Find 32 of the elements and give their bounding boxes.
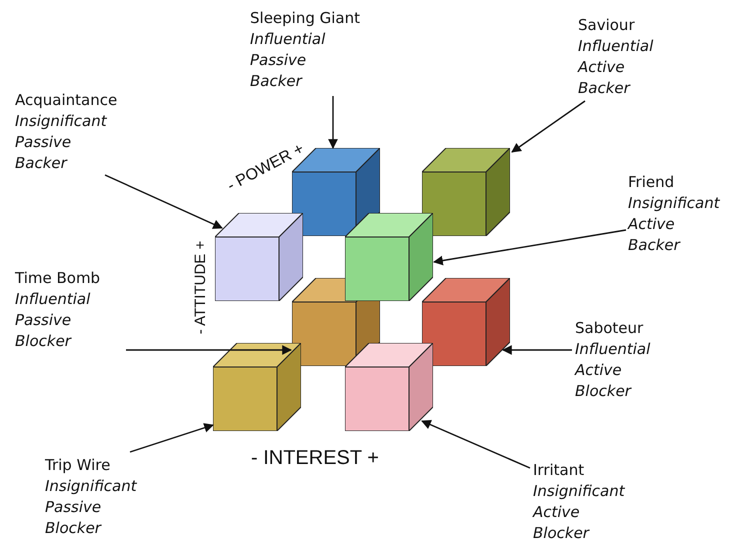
axis-label: - ATTITUDE + bbox=[192, 240, 209, 334]
stakeholder-name: Time Bomb bbox=[15, 268, 102, 289]
arrow bbox=[104, 174, 223, 229]
stakeholder-name: Acquaintance bbox=[15, 90, 118, 111]
stakeholder-attributes: Insignificant Active Backer bbox=[628, 193, 720, 256]
arrow bbox=[421, 420, 530, 469]
stakeholder-attributes: Influential Active Blocker bbox=[575, 339, 650, 402]
stakeholder-attributes: Insignificant Passive Blocker bbox=[45, 476, 137, 539]
stakeholder-attributes: Influential Active Backer bbox=[578, 36, 654, 99]
cube bbox=[213, 343, 301, 431]
cube bbox=[345, 213, 433, 301]
stakeholder-attributes: Insignificant Passive Backer bbox=[15, 111, 107, 174]
arrow bbox=[130, 423, 214, 453]
arrow bbox=[511, 100, 586, 153]
stakeholder-name: Saviour bbox=[578, 15, 636, 36]
cube bbox=[422, 148, 510, 236]
cube bbox=[345, 343, 433, 431]
stakeholder-name: Saboteur bbox=[575, 318, 644, 339]
stakeholder-name: Trip Wire bbox=[45, 455, 112, 476]
stakeholder-attributes: Influential Passive Backer bbox=[250, 29, 326, 92]
stakeholder-attributes: Influential Passive Blocker bbox=[15, 289, 90, 352]
arrow bbox=[433, 229, 626, 266]
cube bbox=[422, 278, 510, 366]
axis-label: - INTEREST + bbox=[251, 446, 379, 470]
stakeholder-attributes: Insignificant Active Blocker bbox=[533, 481, 625, 544]
stakeholder-name: Sleeping Giant bbox=[250, 8, 362, 29]
arrow bbox=[328, 96, 338, 149]
cube bbox=[215, 213, 303, 301]
stakeholder-name: Irritant bbox=[533, 460, 586, 481]
arrow bbox=[502, 345, 572, 355]
stakeholder-name: Friend bbox=[628, 172, 676, 193]
arrow bbox=[126, 345, 292, 355]
